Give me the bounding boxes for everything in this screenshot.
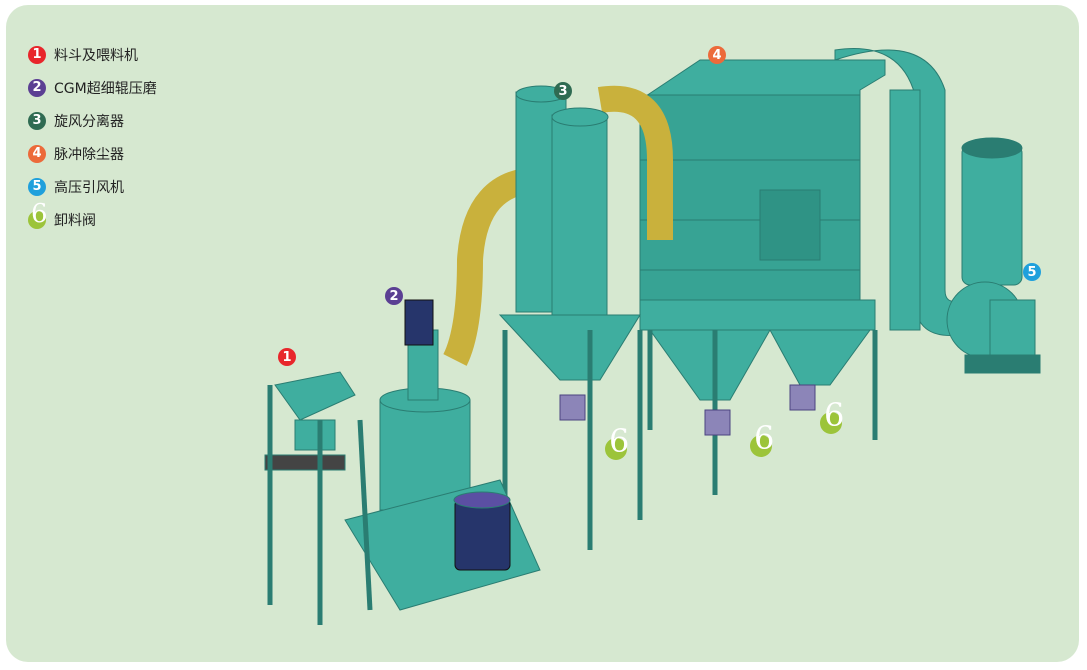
marker-4: 4: [708, 46, 726, 64]
legend-item-fan: 5 高压引风机: [28, 170, 157, 203]
legend: 1 料斗及喂料机 2 CGM超细辊压磨 3 旋风分离器 4 脉冲除尘器 5 高压引风机 6…: [28, 38, 157, 236]
fan-duct: [834, 48, 961, 337]
legend-item-valve: 6 卸料阀: [28, 199, 157, 236]
marker-6: 6: [605, 422, 629, 460]
marker-1: 1: [278, 348, 296, 366]
pulse-dust-collector: [639, 59, 886, 495]
legend-badge: 5: [28, 177, 46, 196]
marker-5: 5: [1023, 263, 1041, 281]
legend-label: 脉冲除尘器: [54, 146, 124, 163]
legend-label: 高压引风机: [54, 179, 124, 196]
ducts: [443, 85, 673, 366]
high-pressure-fan: [946, 137, 1041, 374]
marker-2: 2: [385, 287, 403, 305]
legend-item-hopper-feeder: 1 料斗及喂料机: [28, 38, 157, 71]
legend-badge: 6: [28, 199, 48, 229]
legend-badge: 4: [28, 144, 46, 163]
legend-badge: 3: [28, 111, 46, 130]
legend-label: 卸料阀: [54, 212, 96, 229]
legend-item-cyclone: 3 旋风分离器: [28, 104, 157, 137]
cyclone-separator: [498, 85, 643, 550]
legend-badge: 1: [28, 45, 46, 64]
marker-6: 6: [750, 419, 774, 457]
marker-6: 6: [820, 396, 844, 434]
hopper-feeder: [264, 371, 373, 625]
legend-item-dust-collector: 4 脉冲除尘器: [28, 137, 157, 170]
legend-item-mill: 2 CGM超细辊压磨: [28, 71, 157, 104]
legend-label: 旋风分离器: [54, 113, 124, 130]
legend-badge: 2: [28, 78, 46, 97]
legend-label: CGM超细辊压磨: [54, 80, 157, 97]
marker-3: 3: [554, 82, 572, 100]
discharge-valves: [559, 384, 816, 436]
cgm-mill: [344, 299, 541, 611]
legend-label: 料斗及喂料机: [54, 47, 138, 64]
